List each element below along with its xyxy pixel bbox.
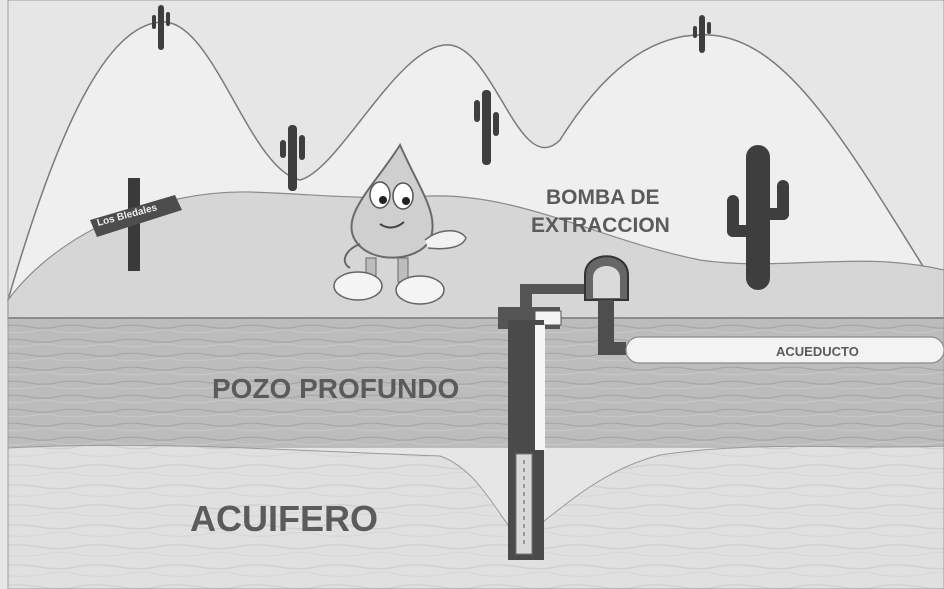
- cactus-icon: [693, 15, 711, 53]
- cactus-icon: [280, 125, 305, 191]
- extraction-pump: [584, 255, 629, 355]
- water-drop-mascot: [333, 142, 467, 305]
- frame: [7, 0, 944, 589]
- cactus-icon: [152, 5, 170, 50]
- cactus-icon: [727, 145, 789, 290]
- well-label: POZO PROFUNDO: [212, 373, 459, 404]
- pump-label-line2: EXTRACCION: [531, 214, 670, 237]
- pump-label-line1: BOMBA DE: [546, 186, 660, 209]
- well-pipe: [498, 284, 605, 560]
- aqueduct-pipe: [625, 336, 944, 364]
- aquifer-label: ACUIFERO: [190, 498, 378, 539]
- aqueduct-label: ACUEDUCTO: [776, 344, 859, 359]
- cactus-icon: [474, 90, 499, 165]
